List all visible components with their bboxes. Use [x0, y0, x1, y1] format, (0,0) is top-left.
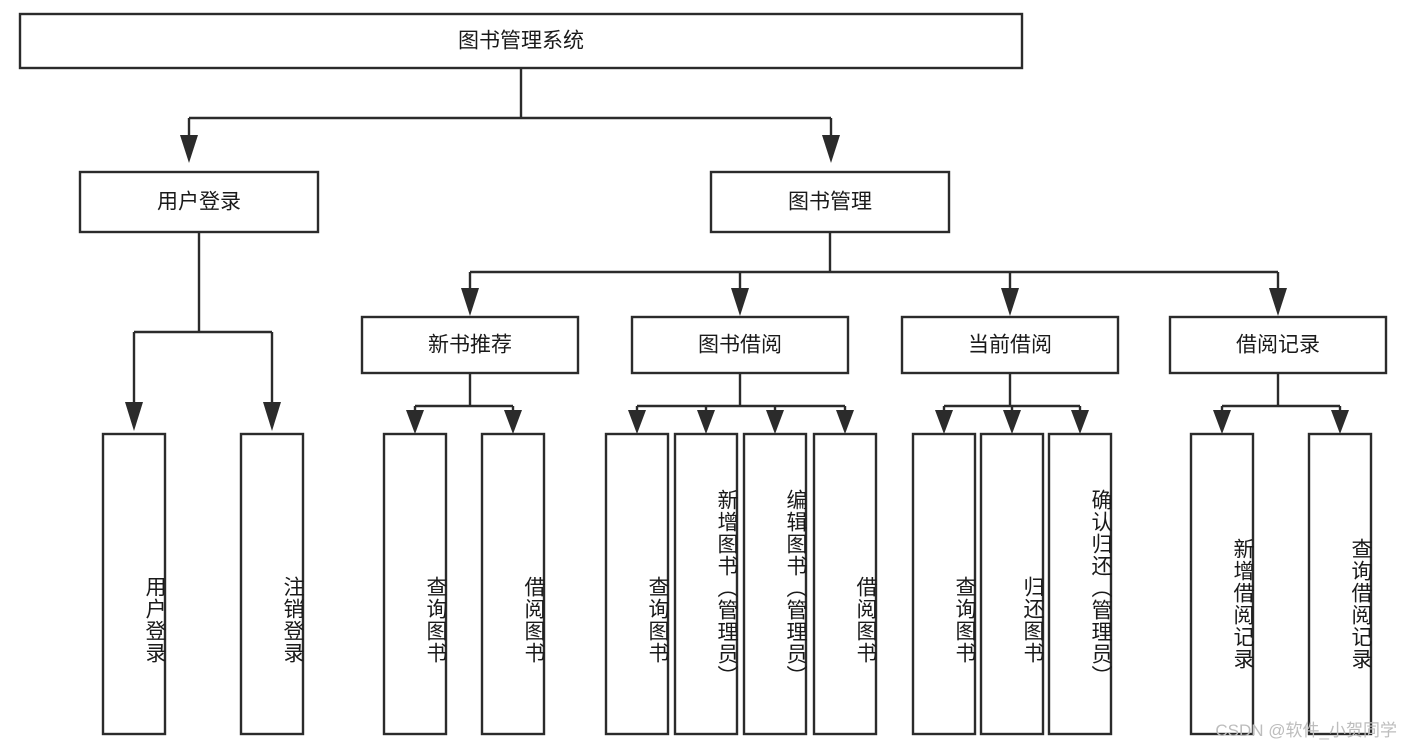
user-login-box-label: 用户登录	[157, 191, 241, 214]
arrow-head-icon	[1331, 410, 1349, 434]
leaf-box-logout[interactable]	[239, 432, 305, 736]
borrow-record-box-label: 借阅记录	[1236, 334, 1320, 357]
arrow-head-icon	[461, 288, 479, 316]
book-management-box-label: 图书管理	[788, 191, 872, 214]
arrow-head-icon	[263, 402, 281, 431]
new-book-recommend-box-rect	[360, 315, 580, 375]
leaf-box-query-borrow-record[interactable]	[1307, 432, 1373, 736]
leaf-box-borrow-book-1[interactable]	[480, 432, 546, 736]
node-new-book-recommend[interactable]: 新书推荐	[360, 315, 580, 375]
node-borrow-record[interactable]: 借阅记录	[1168, 315, 1388, 375]
arrow-head-icon	[406, 410, 424, 434]
arrow-head-icon	[1213, 410, 1231, 434]
arrow-head-icon	[697, 410, 715, 434]
arrow-head-icon	[1269, 288, 1287, 316]
connector-new-book-recommend-to-leaves	[406, 373, 522, 434]
book-borrow-box-label: 图书借阅	[698, 334, 782, 357]
connector-root-to-level2	[180, 68, 840, 163]
leaf-box-return-book[interactable]	[979, 432, 1045, 736]
root-box-rect	[18, 12, 1024, 70]
leaf-box-borrow-book-2[interactable]	[812, 432, 878, 736]
leaf-box-query-book-2[interactable]	[604, 432, 670, 736]
arrow-head-icon	[1003, 410, 1021, 434]
connector-borrow-record-to-leaves	[1213, 373, 1349, 434]
leaf-box-query-book-3[interactable]	[911, 432, 977, 736]
connector-current-borrow-to-leaves	[935, 373, 1089, 434]
node-user-login[interactable]: 用户登录	[78, 170, 320, 234]
current-borrow-box-rect	[900, 315, 1120, 375]
connector-book-management-to-level3	[461, 232, 1287, 316]
arrow-head-icon	[731, 288, 749, 316]
node-root[interactable]: 图书管理系统	[18, 12, 1024, 70]
arrow-head-icon	[836, 410, 854, 434]
root-box-label: 图书管理系统	[458, 30, 584, 53]
current-borrow-box-label: 当前借阅	[968, 334, 1052, 357]
arrow-head-icon	[180, 135, 198, 163]
new-book-recommend-box-label: 新书推荐	[428, 334, 512, 357]
leaf-box-user-login[interactable]	[101, 432, 167, 736]
arrow-head-icon	[628, 410, 646, 434]
connector-user-login-to-leaves	[125, 232, 281, 431]
leaf-box-edit-book-admin[interactable]	[742, 432, 808, 736]
arrow-head-icon	[822, 135, 840, 163]
leaf-box-query-book-1[interactable]	[382, 432, 448, 736]
arrow-head-icon	[1001, 288, 1019, 316]
arrow-head-icon	[1071, 410, 1089, 434]
user-login-box-rect	[78, 170, 320, 234]
node-book-borrow[interactable]: 图书借阅	[630, 315, 850, 375]
node-book-management[interactable]: 图书管理	[709, 170, 951, 234]
leaf-box-add-book-admin[interactable]	[673, 432, 739, 736]
leaf-box-add-borrow-record[interactable]	[1189, 432, 1255, 736]
arrow-head-icon	[935, 410, 953, 434]
node-current-borrow[interactable]: 当前借阅	[900, 315, 1120, 375]
arrow-head-icon	[125, 402, 143, 431]
arrow-head-icon	[766, 410, 784, 434]
arrow-head-icon	[504, 410, 522, 434]
leaf-box-confirm-return-admin[interactable]	[1047, 432, 1113, 736]
connector-book-borrow-to-leaves	[628, 373, 854, 434]
